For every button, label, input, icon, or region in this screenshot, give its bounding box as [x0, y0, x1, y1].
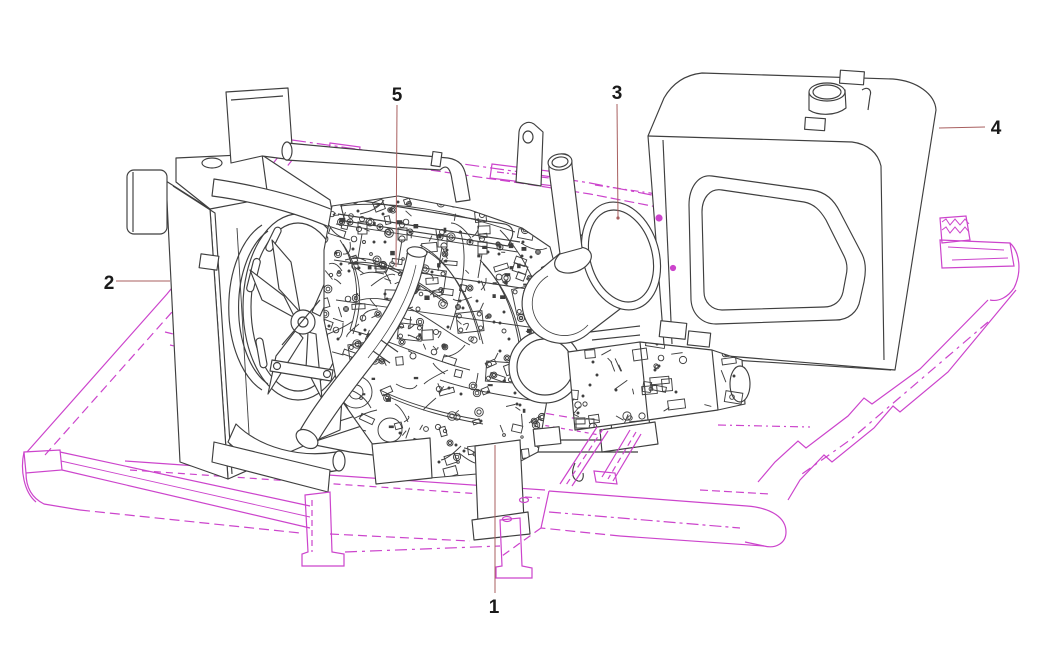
svg-text:3: 3: [612, 83, 623, 104]
svg-text:5: 5: [392, 85, 403, 106]
svg-text:4: 4: [991, 118, 1002, 139]
svg-text:1: 1: [489, 597, 500, 618]
svg-text:2: 2: [104, 273, 115, 294]
